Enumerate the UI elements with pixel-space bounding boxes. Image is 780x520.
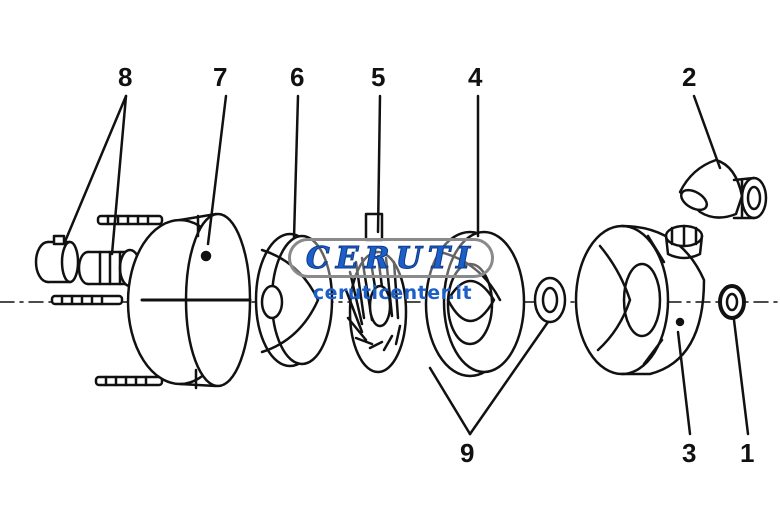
label-part-8: 8 xyxy=(118,62,133,92)
watermark-logo: CERUTI xyxy=(288,238,494,278)
label-part-6: 6 xyxy=(290,62,305,92)
watermark-brand: CERUTI xyxy=(305,240,477,276)
label-part-7: 7 xyxy=(213,62,228,92)
part-1-oring xyxy=(718,284,746,320)
label-part-4: 4 xyxy=(468,62,483,92)
leader-lines xyxy=(62,94,750,436)
label-part-5: 5 xyxy=(371,62,386,92)
part-5-impeller xyxy=(344,212,408,374)
label-part-9: 9 xyxy=(460,438,475,468)
part-7-cover xyxy=(126,212,252,390)
part-9-seal-ring xyxy=(533,276,567,324)
part-4-housing xyxy=(424,230,526,378)
label-part-2: 2 xyxy=(682,62,697,92)
watermark-site: ceruticenter.it xyxy=(312,282,473,304)
label-part-1: 1 xyxy=(740,438,755,468)
part-2-elbow xyxy=(678,158,768,220)
label-part-3: 3 xyxy=(682,438,697,468)
part-3-pump-body xyxy=(574,224,706,376)
